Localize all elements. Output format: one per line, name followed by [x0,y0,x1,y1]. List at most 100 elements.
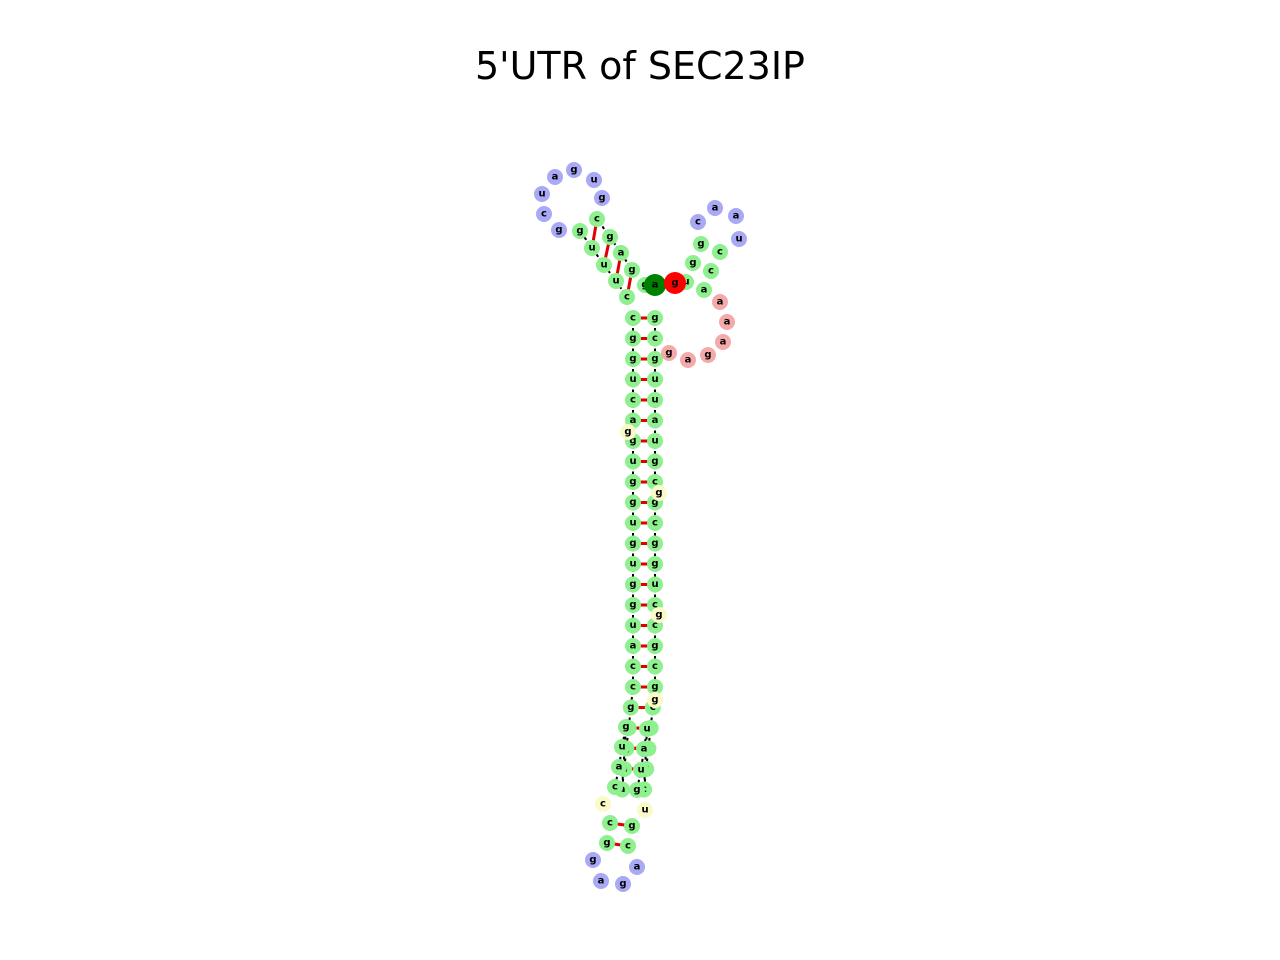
nucleotide-hairpin-loop: a [707,200,723,216]
nucleotide-circle [647,433,663,449]
nucleotide-circle [613,245,629,261]
nucleotide-circle [536,206,552,222]
nucleotide-letter: c [600,799,606,810]
nucleotide-letter: a [685,355,692,366]
nucleotide-hairpin-loop: a [593,873,609,889]
nucleotide-letter: u [618,742,625,753]
nucleotide-letter: c [630,682,636,693]
nucleotide-circle [618,719,634,735]
nucleotide-stem-right: c [647,658,663,675]
nucleotide-letter: g [555,225,562,236]
nucleotide-letter: g [628,821,635,832]
nucleotide-letter: g [689,258,696,269]
nucleotide-hairpin-loop: u [731,231,747,247]
nucleotide-hairpin-loop: g [594,190,610,206]
nucleotide-circle [693,236,709,252]
nucleotide-stem-left: g [625,576,641,593]
nucleotide-letter: a [630,641,637,652]
nucleotide-letter: g [651,313,658,324]
nucleotide-letter: c [625,841,631,852]
nucleotide-circle [611,759,627,775]
backbone-segment [596,218,611,238]
nucleotide-letter: a [598,876,605,887]
nucleotide-circle [596,257,612,273]
nucleotide-circle [620,424,636,440]
nucleotide-stem-left: u [625,371,641,388]
nucleotide-letter: c [652,600,658,611]
nucleotide-letter: g [628,265,635,276]
nucleotide-circle [647,679,663,695]
nucleotide-letter: u [629,456,636,467]
nucleotide-letter: c [612,782,618,793]
nucleotide-letter: g [629,354,636,365]
nucleotide-circle [647,330,663,347]
nucleotide-stem-right: u [633,762,649,778]
nucleotide-letter: c [630,313,636,324]
nucleotide-circle [624,818,640,834]
nucleotide-stem-left: c [607,779,623,795]
nucleotide-stem-right: u [639,721,655,737]
nucleotide-circle [595,796,611,812]
nucleotide-letter: u [637,765,644,776]
nucleotide-letter: g [651,538,658,549]
nucleotide-left-hairpin-stem: a [613,245,629,261]
backbone-layer [579,218,656,791]
nucleotide-letter: g [606,232,613,243]
nucleotide-letter: u [643,724,650,735]
nucleotide-letter: u [651,395,658,406]
nucleotide-circle [728,208,744,224]
nucleotide-circle [629,782,645,798]
nucleotide-letter: g [665,348,672,359]
nucleotide-circle [602,815,618,831]
nucleotide-bulge: c [595,796,611,812]
nucleotide-letter: a [733,211,740,222]
nucleotide-circle [637,802,653,818]
nucleotide-stem-right: g [647,535,663,552]
nucleotide-stem-right: g [624,818,640,834]
nucleotide-stem-left: c [602,815,618,831]
nucleotide-circle [599,835,615,851]
nucleotide-circle [680,352,696,368]
nucleotide-stem-left: u [625,617,641,634]
nucleotide-letter: a [618,248,625,259]
nucleotide-letter: g [629,579,636,590]
nucleotide-letter: u [641,805,648,816]
nucleotide-hairpin-loop: c [690,214,706,230]
nucleotide-circle [625,576,641,593]
nucleotide-letter: g [651,559,658,570]
nucleotide-circle [715,334,731,350]
nucleotide-bulge: g [647,692,663,708]
nucleotide-hairpin-loop: u [534,186,550,202]
nucleotide-circle [607,779,623,795]
nucleotide-letter: g [622,722,629,733]
nucleotide-stem-left: a [625,638,641,654]
nucleotide-circle [625,658,641,675]
three-prime-end: g [664,272,686,294]
nucleotide-circle [712,244,728,260]
nucleotide-stem-left: g [599,835,615,851]
nucleotide-circle [608,273,624,289]
nucleotide-stem-left: g [622,699,639,716]
nucleotide-letter: g [671,278,678,289]
nucleotide-hairpin-loop: a [728,208,744,224]
nucleotide-stem-right: u [647,576,663,593]
diagram-title: 5'UTR of SEC23IP [475,44,805,88]
nucleotide-stem-right: g [647,679,663,695]
nucleotide-stem-left: c [625,392,641,408]
nucleotide-letter: g [629,333,636,344]
nucleotide-letter: u [629,518,636,529]
nucleotide-letter: u [629,374,636,385]
nucleotide-right-hairpin-stem: g [685,255,701,271]
nucleotide-letter: g [651,456,658,467]
nucleotide-letter: g [655,610,662,621]
nucleotide-multiloop: a [715,334,731,350]
nucleotide-letter: u [651,374,658,385]
nucleotide-circle [534,186,550,202]
backbone-segment [643,728,648,790]
nucleotide-circle [625,638,641,654]
nucleotide-circle [651,485,667,501]
nucleotide-hairpin-loop: c [536,206,552,222]
nucleotide-bulge: g [651,607,667,623]
nucleotide-stem-right: c [620,838,636,854]
nucleotide-circle [647,556,663,572]
